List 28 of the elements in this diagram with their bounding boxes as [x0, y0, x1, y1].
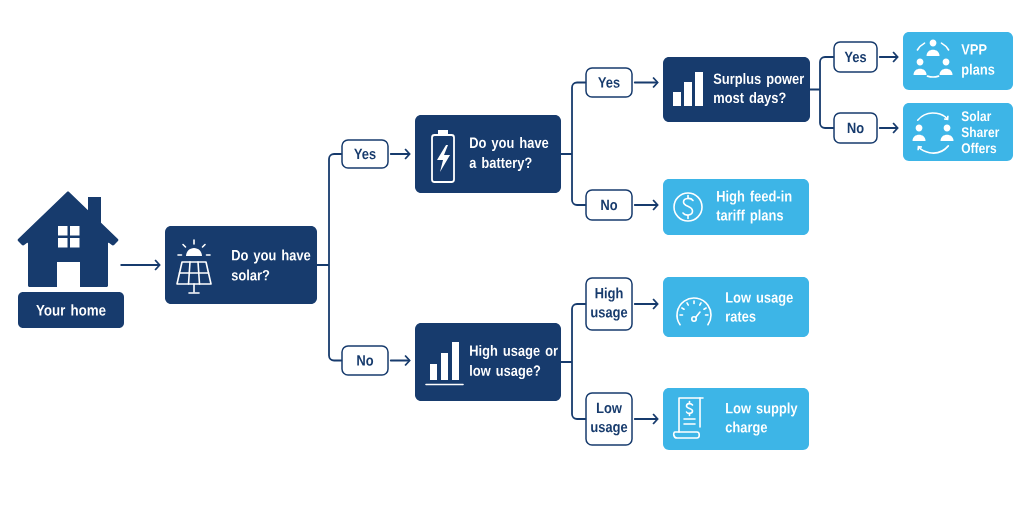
result-box: VPP plans: [903, 32, 1013, 90]
result-box: Low usage rates: [663, 277, 809, 337]
question-box: Surplus power most days?: [663, 57, 810, 122]
arrow: [878, 122, 899, 134]
choice-box: Low usage: [585, 392, 633, 446]
house-icon: [17, 191, 119, 287]
arrow: [878, 51, 899, 63]
choice-box: No: [341, 345, 389, 376]
choice-box: Yes: [833, 41, 878, 73]
label-box: Your home: [18, 292, 124, 328]
choice-box: Yes: [341, 139, 389, 169]
arrow: [633, 413, 659, 425]
question-box: Do you have solar?: [165, 226, 317, 304]
question-box: Do you have a battery?: [415, 115, 561, 193]
arrow: [633, 76, 659, 89]
result-box: Solar Sharer Offers: [903, 103, 1013, 161]
choice-box: No: [833, 112, 878, 144]
arrow: [633, 199, 659, 211]
result-box: Low supply charge: [663, 388, 809, 450]
arrow: [633, 298, 659, 310]
choice-box: Yes: [585, 67, 633, 98]
question-box: High usage or low usage?: [415, 323, 561, 401]
choice-box: High usage: [585, 277, 633, 331]
arrow: [389, 354, 411, 367]
choice-box: No: [585, 189, 633, 221]
arrow: [120, 259, 161, 271]
result-box: High feed-in tariff plans: [663, 179, 809, 235]
arrow: [389, 148, 411, 160]
